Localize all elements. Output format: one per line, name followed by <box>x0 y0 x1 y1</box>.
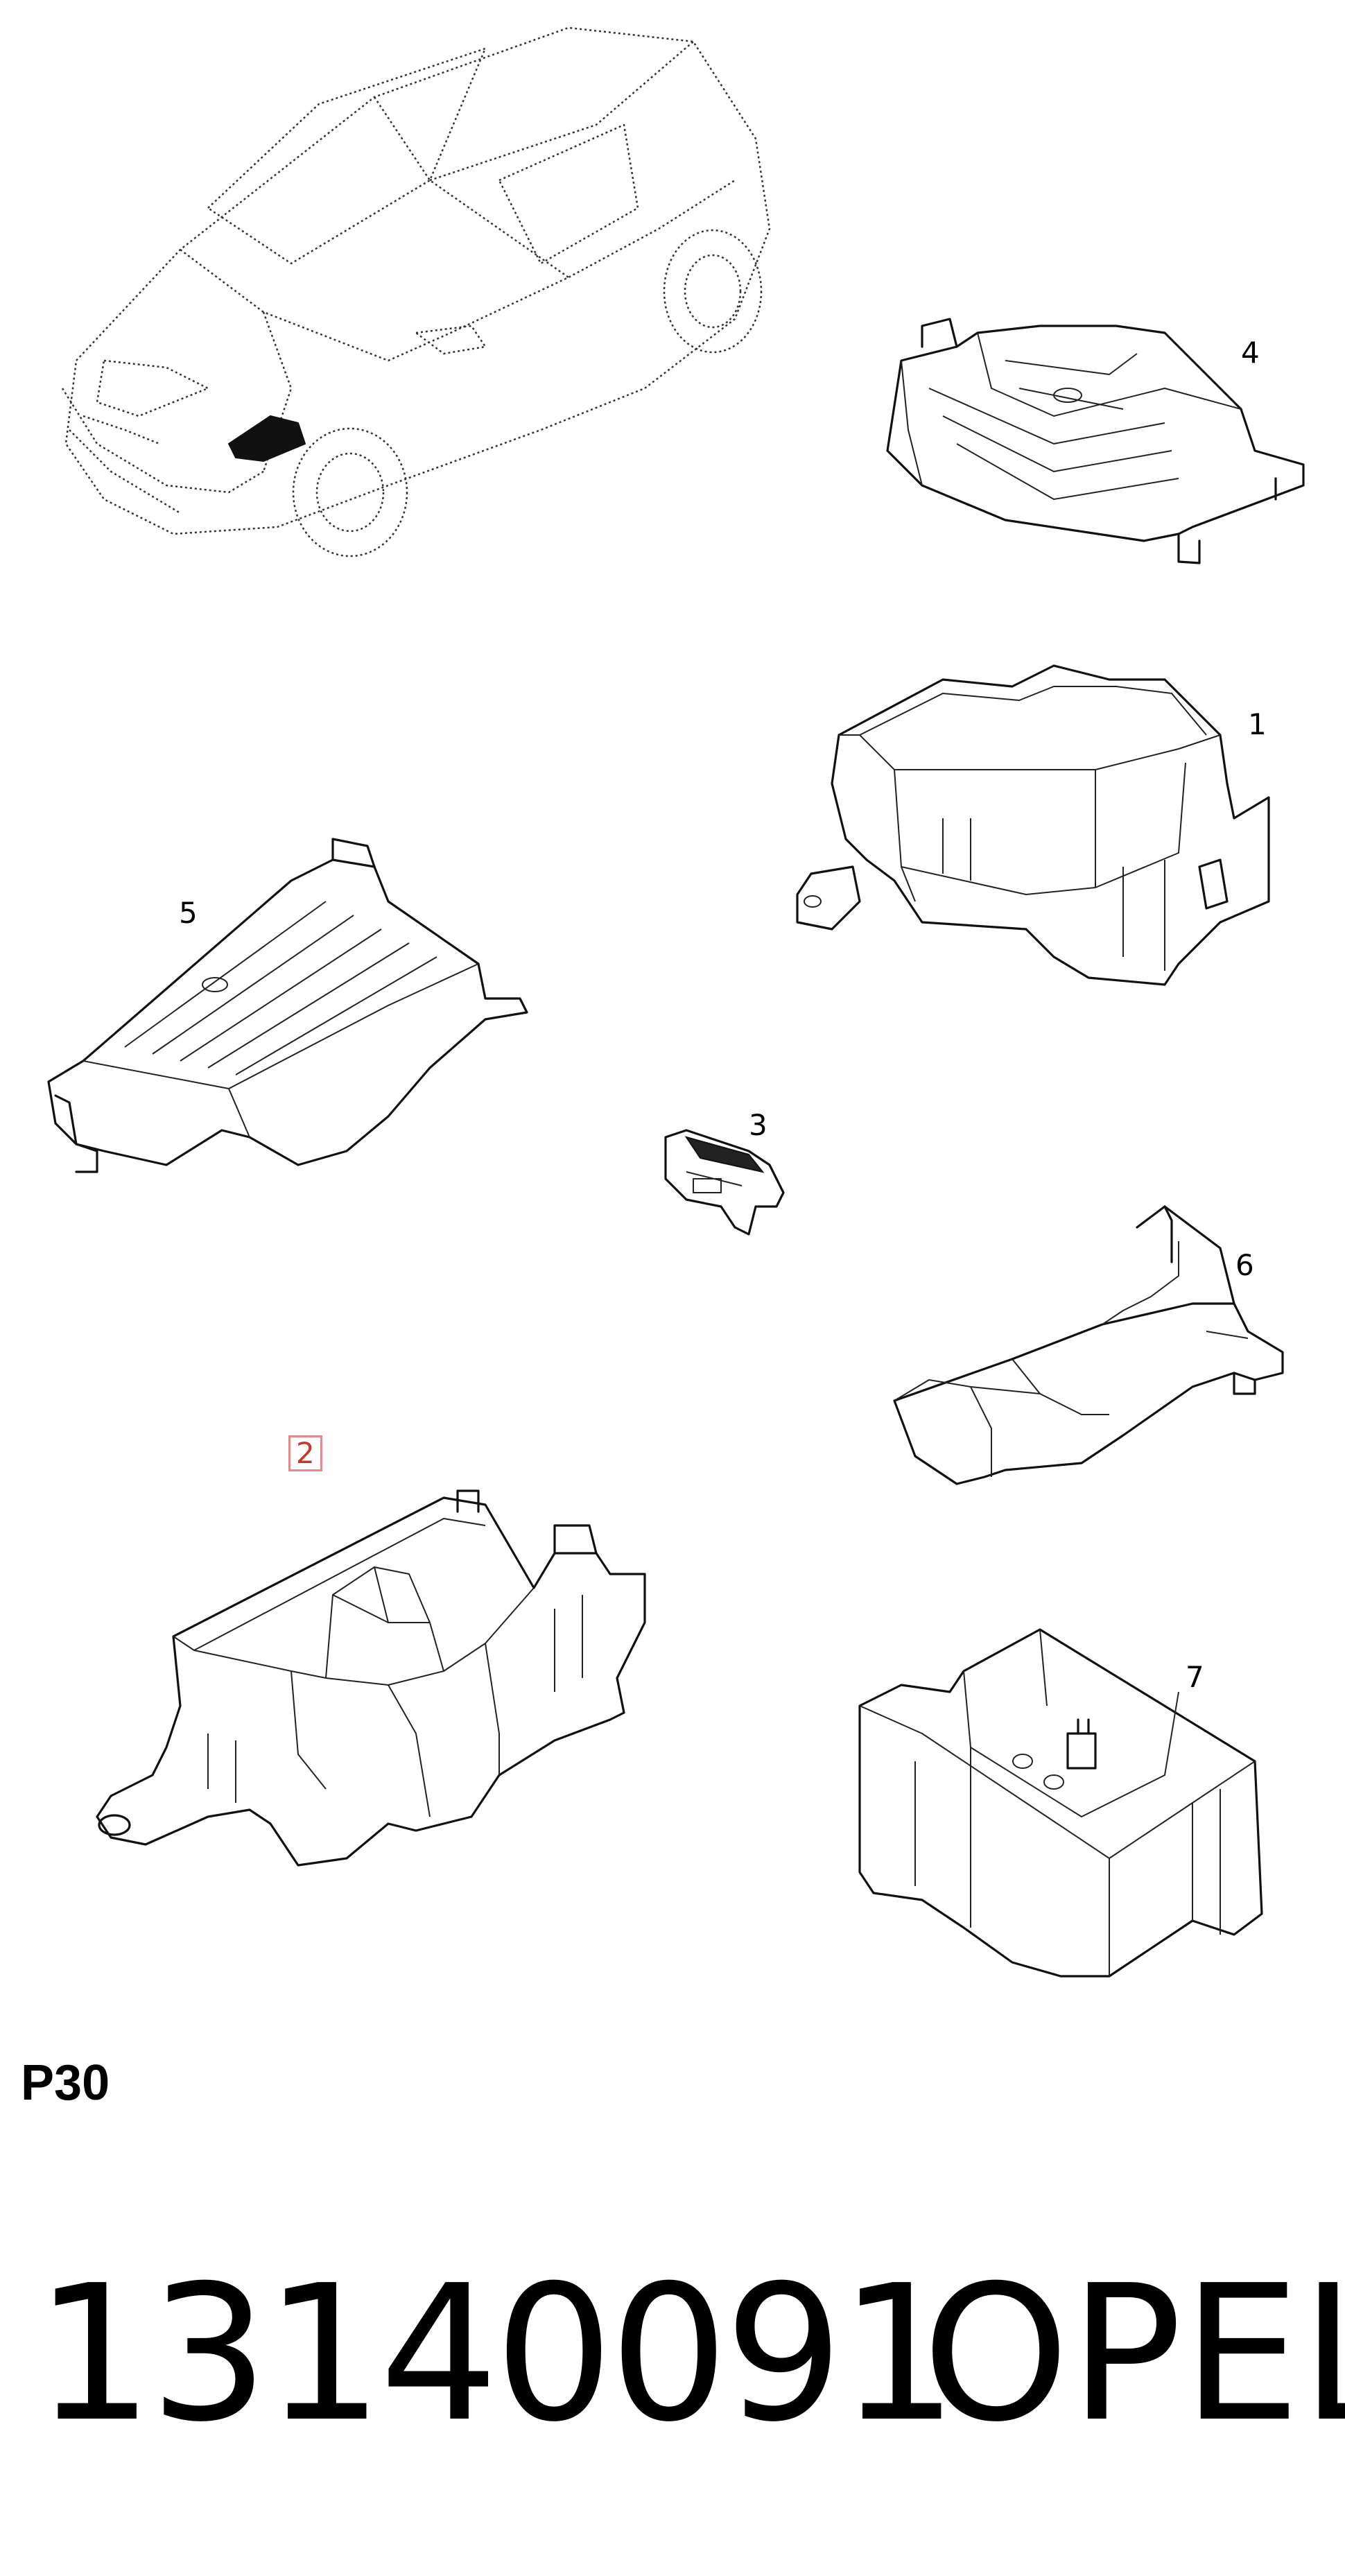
car-outline-illustration <box>61 26 771 557</box>
part-5-cover <box>47 838 528 1173</box>
page-code: P30 <box>21 2055 110 2111</box>
part-7-box <box>858 1628 1263 1978</box>
callout-part-2-highlighted: 2 <box>288 1435 322 1471</box>
part-3-clip <box>664 1129 785 1236</box>
callout-part-7: 7 <box>1186 1660 1204 1694</box>
callout-part-3: 3 <box>749 1108 767 1142</box>
part-4-cover <box>886 318 1305 564</box>
callout-part-1: 1 <box>1248 707 1267 741</box>
part-1-bin <box>796 664 1270 986</box>
callout-part-5: 5 <box>179 896 198 930</box>
callout-part-6: 6 <box>1235 1248 1254 1282</box>
exploded-parts-illustration <box>47 26 1305 1978</box>
brand-name: OPEL <box>922 2245 1345 2463</box>
part-number: 13140091 <box>35 2245 958 2463</box>
part-6-tray <box>893 1205 1284 1485</box>
part-2-bin <box>96 1489 646 1867</box>
callout-part-4: 4 <box>1241 336 1260 370</box>
